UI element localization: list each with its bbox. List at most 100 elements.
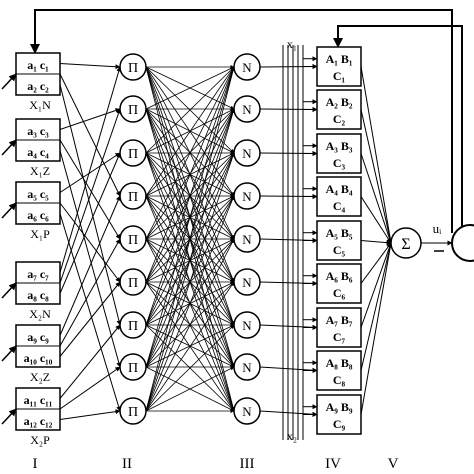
premise-params-a: a₇ c₇ bbox=[27, 267, 49, 281]
link-rule-to-norm bbox=[145, 108, 235, 412]
consequent-params-c: C₄ bbox=[333, 199, 346, 213]
product-node-7 bbox=[119, 311, 147, 339]
layer-label-3: III bbox=[240, 456, 255, 472]
product-node-symbol: Π bbox=[128, 103, 138, 118]
product-node-symbol: Π bbox=[128, 190, 138, 205]
link-consequent-to-sum bbox=[360, 242, 393, 371]
link-rule-to-norm bbox=[145, 366, 235, 412]
layer-label-5: V bbox=[388, 456, 399, 472]
link-mf-to-rule bbox=[59, 324, 121, 399]
premise-params-a: a₁₁ c₁₁ bbox=[24, 393, 53, 407]
consequent-block-7 bbox=[316, 307, 362, 348]
consequent-block-8 bbox=[316, 350, 362, 391]
input-term-label: X₁N bbox=[29, 98, 51, 112]
link-rule-to-norm bbox=[145, 66, 235, 326]
link-rule-to-norm bbox=[145, 281, 235, 412]
link-mf-to-rule bbox=[59, 152, 121, 193]
premise-params-a: a₉ c₉ bbox=[27, 330, 49, 344]
link-mf-to-rule bbox=[59, 63, 121, 70]
link-consequent-to-sum bbox=[360, 242, 392, 284]
consequent-params-ab: A₂ B₂ bbox=[326, 95, 353, 109]
product-node-symbol: Π bbox=[128, 61, 138, 76]
normalize-node-2 bbox=[233, 95, 261, 123]
normalize-node-symbol: N bbox=[242, 189, 252, 204]
link-mf-to-rule bbox=[59, 84, 122, 326]
premise-params-a: a₅ c₅ bbox=[27, 187, 49, 201]
layer-label-1: I bbox=[33, 456, 38, 472]
link-mf-to-rule bbox=[59, 139, 121, 240]
consequent-params-c: C₁ bbox=[333, 69, 346, 83]
product-node-5 bbox=[119, 225, 147, 253]
product-node-symbol: Π bbox=[128, 233, 138, 248]
link-consequent-to-sum bbox=[360, 196, 392, 244]
consequent-params-c: C₅ bbox=[333, 243, 346, 257]
normalize-node-symbol: N bbox=[242, 146, 252, 161]
link-rule-to-norm bbox=[145, 66, 235, 283]
link-mf-to-rule bbox=[59, 108, 121, 284]
normalize-node-symbol: N bbox=[242, 232, 252, 247]
output-node bbox=[451, 224, 474, 262]
product-node-1 bbox=[119, 53, 147, 81]
link-rule-to-norm bbox=[145, 195, 235, 412]
product-node-symbol: Π bbox=[128, 361, 138, 376]
consequent-block-2 bbox=[316, 89, 362, 130]
normalize-node-6 bbox=[233, 268, 261, 296]
link-mf-to-rule bbox=[59, 66, 122, 273]
link-mf-to-rule bbox=[59, 409, 121, 420]
link-consequent-to-sum bbox=[360, 240, 392, 246]
normalize-node-symbol: N bbox=[242, 404, 252, 419]
consequent-params-ab: A₇ B₇ bbox=[326, 313, 353, 327]
consequent-block-5 bbox=[316, 220, 362, 261]
link-rule-to-norm bbox=[145, 66, 235, 154]
link-mf-to-rule bbox=[59, 281, 121, 357]
consequent-params-c: C₃ bbox=[333, 156, 346, 170]
normalize-node-symbol: N bbox=[242, 318, 252, 333]
link-consequent-to-sum bbox=[360, 242, 392, 328]
consequent-params-ab: A₆ B₆ bbox=[326, 269, 353, 283]
link-consequent-to-sum bbox=[360, 242, 393, 415]
link-consequent-to-sum bbox=[360, 153, 392, 244]
premise-params-b: a₄ c₄ bbox=[27, 145, 49, 159]
input-term-label: X₂N bbox=[29, 307, 51, 321]
consequent-params-c: C₆ bbox=[333, 286, 346, 300]
input-arrow bbox=[1, 345, 17, 362]
product-node-6 bbox=[119, 268, 147, 296]
connection-lines bbox=[1, 45, 453, 440]
input-term-label: X₂Z bbox=[30, 370, 50, 384]
normalize-node-8 bbox=[233, 353, 261, 381]
input-arrow bbox=[1, 139, 17, 156]
consequent-params-ab: A₉ B₉ bbox=[326, 400, 353, 414]
consequent-params-ab: A₃ B₃ bbox=[326, 139, 353, 153]
sum-node bbox=[390, 227, 422, 259]
link-rule-to-norm bbox=[145, 66, 235, 197]
premise-params-b: a₁₀ c₁₀ bbox=[24, 351, 53, 365]
link-rule-to-norm bbox=[145, 152, 235, 412]
consequent-block-6 bbox=[316, 263, 362, 304]
output-label: uᵢ bbox=[433, 221, 443, 236]
link-consequent-to-sum bbox=[360, 109, 393, 244]
link-rule-to-norm bbox=[145, 66, 236, 412]
link-rule-to-norm bbox=[145, 66, 235, 368]
bus-label-x2: x₂ bbox=[287, 429, 297, 443]
consequent-params-c: C₉ bbox=[333, 417, 346, 431]
consequent-block-9 bbox=[316, 394, 362, 435]
consequent-params-ab: A₅ B₅ bbox=[326, 226, 353, 240]
product-node-symbol: Π bbox=[128, 147, 138, 162]
link-rule-to-norm bbox=[145, 238, 235, 412]
consequent-params-ab: A₁ B₁ bbox=[326, 52, 353, 66]
layer-label-4: IV bbox=[325, 456, 341, 472]
link-mf-to-rule bbox=[59, 150, 122, 368]
premise-params-b: a₂ c₂ bbox=[27, 79, 49, 93]
feedback-to-premise bbox=[30, 9, 453, 233]
consequent-params-ab: A₄ B₄ bbox=[326, 182, 353, 196]
premise-params-a: a₃ c₃ bbox=[27, 124, 49, 138]
normalize-node-symbol: N bbox=[242, 102, 252, 117]
product-node-symbol: Π bbox=[128, 319, 138, 334]
consequent-block-1 bbox=[316, 46, 362, 87]
premise-params-b: a₈ c₈ bbox=[27, 288, 49, 302]
normalize-node-4 bbox=[233, 182, 261, 210]
normalize-node-symbol: N bbox=[242, 275, 252, 290]
normalize-node-1 bbox=[233, 53, 261, 81]
